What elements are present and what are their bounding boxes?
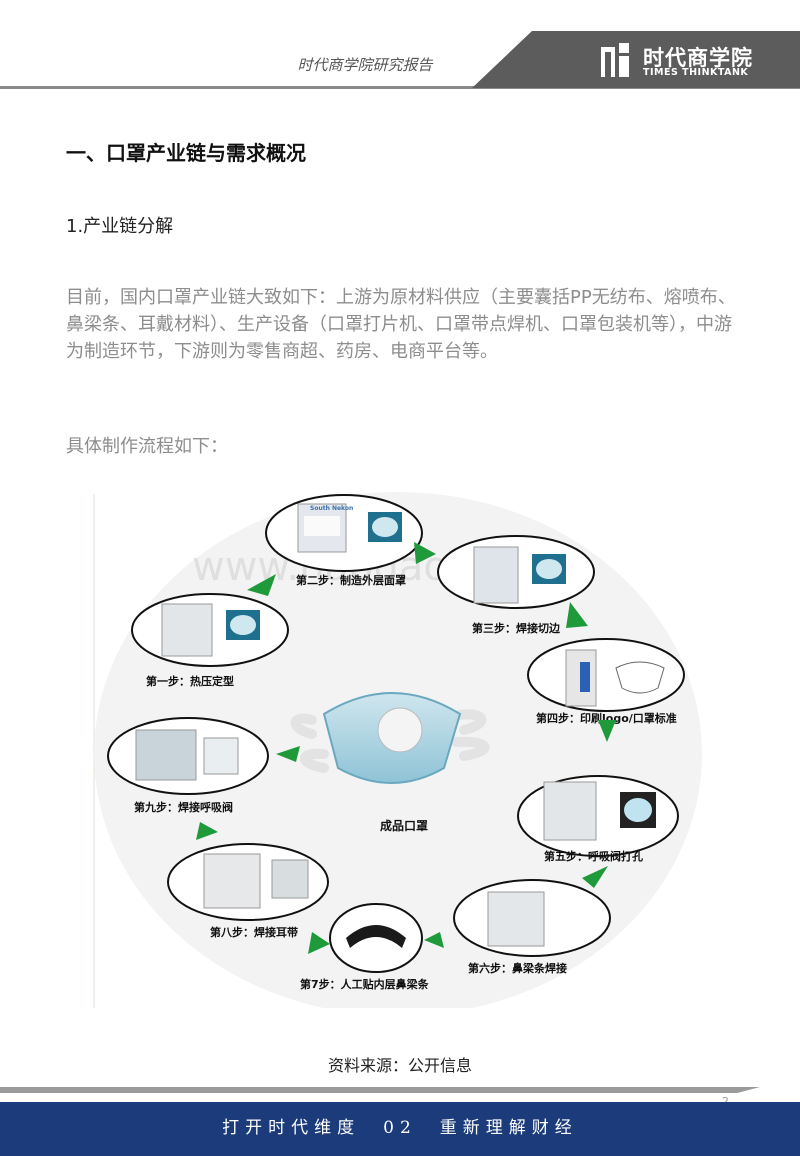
step-1-machine bbox=[161, 603, 213, 657]
finished-mask-label: 成品口罩 bbox=[380, 818, 428, 833]
arrow-2-to-3 bbox=[414, 542, 436, 564]
times-logo-icon bbox=[601, 43, 629, 77]
arrow-6-to-7 bbox=[424, 932, 444, 948]
source-note: 资料来源：公开信息 bbox=[327, 1056, 472, 1075]
logo-text-en: TIMES THINKTANK bbox=[643, 67, 749, 78]
arrow-7-to-8 bbox=[308, 932, 330, 954]
step-5-machine bbox=[543, 781, 597, 841]
flow-arrows bbox=[196, 542, 616, 954]
arrow-8-to-9 bbox=[196, 822, 218, 840]
page-number: 2 bbox=[722, 1095, 729, 1108]
step-5-label: 第五步：呼吸阀打孔 bbox=[544, 849, 643, 863]
logo-text-cn: 时代商学院 bbox=[643, 46, 753, 70]
body-paragraph: 目前，国内口罩产业链大致如下：上游为原材料供应（主要囊括PP无纺布、熔喷布、鼻梁… bbox=[66, 287, 736, 362]
arrow-9-to-center bbox=[276, 746, 300, 762]
step-9-label: 第九步：焊接呼吸阀 bbox=[134, 800, 233, 814]
section-subheading: 1.产业链分解 bbox=[66, 216, 174, 237]
step-1-label: 第一步：热压定型 bbox=[146, 674, 234, 688]
step-9-machine bbox=[135, 729, 197, 781]
header-logo-tab bbox=[472, 31, 800, 88]
step-4-mask bbox=[615, 661, 665, 694]
step-8-label: 第八步：焊接耳带 bbox=[210, 925, 298, 939]
arrow-1-to-2 bbox=[247, 574, 276, 596]
step-3-machine bbox=[473, 546, 519, 604]
section-heading: 一、口罩产业链与需求概况 bbox=[66, 141, 306, 165]
step-7-ellipse bbox=[329, 903, 423, 973]
process-intro: 具体制作流程如下： bbox=[66, 436, 228, 457]
footer-slogan: 打开时代维度 02 重新理解财经 bbox=[222, 1118, 578, 1138]
finished-mask-icon bbox=[290, 692, 490, 784]
header-divider bbox=[0, 86, 800, 89]
arrow-4-to-5 bbox=[598, 720, 616, 742]
step-3-label: 第三步：焊接切边 bbox=[472, 621, 561, 635]
footer-divider bbox=[0, 1087, 760, 1093]
step-6-machine bbox=[487, 891, 545, 947]
step-7-nose-strip bbox=[346, 925, 406, 948]
step-4-label: 第四步：印刷logo/口罩标准 bbox=[536, 711, 677, 725]
brand-label: South Nekon bbox=[310, 505, 353, 512]
arrow-5-to-6 bbox=[582, 866, 608, 888]
step-8-machine bbox=[203, 853, 261, 909]
mask-production-diagram: www.haodaoa.com South Nekon 第二步：制造外层面罩 第… bbox=[92, 492, 704, 1008]
step-7-label: 第7步：人工贴内层鼻梁条 bbox=[300, 977, 430, 991]
step-2-label: 第二步：制造外层面罩 bbox=[296, 573, 406, 587]
footer-bar bbox=[0, 1102, 800, 1156]
report-title: 时代商学院研究报告 bbox=[297, 56, 433, 74]
step-6-label: 第六步：鼻梁条焊接 bbox=[468, 961, 567, 975]
arrow-3-to-4 bbox=[566, 602, 588, 628]
